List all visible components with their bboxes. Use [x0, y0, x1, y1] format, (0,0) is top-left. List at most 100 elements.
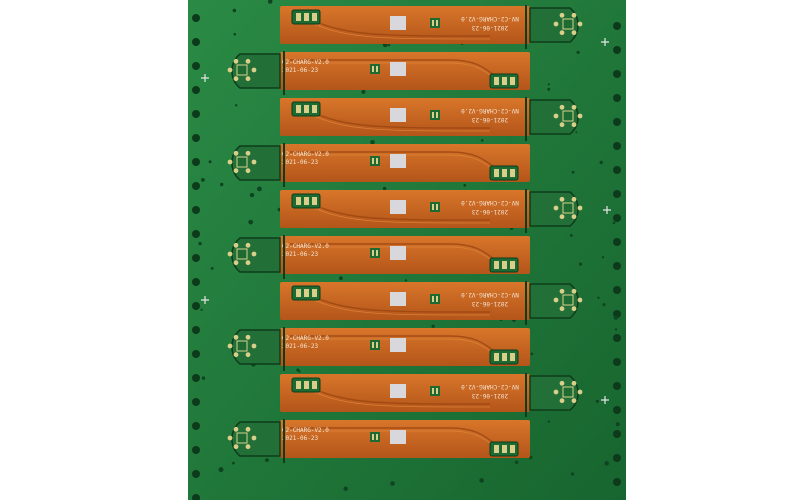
- silkscreen-model: NV-C2-CHARG-V2.0: [271, 427, 329, 434]
- gold-pad: [571, 214, 577, 220]
- smd-pad: [432, 296, 434, 302]
- smd-pad: [432, 204, 434, 210]
- gold-pad: [251, 343, 257, 349]
- gold-pad: [245, 260, 251, 266]
- tooling-hole: [613, 22, 621, 30]
- silkscreen-date: 2021-06-23: [282, 67, 319, 74]
- silkscreen-model: NV-C2-CHARG-V2.0: [271, 59, 329, 66]
- silkscreen-date: 2021-06-23: [472, 300, 509, 307]
- tooling-hole: [192, 446, 200, 454]
- fiducial-plus: [601, 396, 609, 404]
- tooling-hole: [613, 478, 621, 486]
- silkscreen-model: NV-C2-CHARG-V2.0: [461, 199, 519, 206]
- smd-pad: [432, 20, 434, 26]
- via: [339, 276, 343, 281]
- gold-pad: [577, 297, 583, 303]
- tooling-hole: [192, 302, 200, 310]
- smd-pad: [372, 250, 374, 256]
- fiducial-plus: [601, 38, 609, 46]
- tooling-hole: [192, 278, 200, 286]
- gold-pad: [227, 159, 233, 165]
- fiducial-plus: [201, 74, 209, 82]
- gold-pad: [251, 251, 257, 257]
- tooling-hole: [613, 142, 621, 150]
- via: [597, 296, 600, 299]
- via: [547, 83, 550, 86]
- silkscreen-model: NV-C2-CHARG-V2.0: [461, 15, 519, 22]
- silkscreen-date: 2021-06-23: [282, 435, 319, 442]
- smd-component: [370, 340, 380, 350]
- via: [601, 256, 605, 259]
- gold-pad: [233, 168, 239, 174]
- lobe-component: [236, 432, 248, 444]
- stiffener-window: [390, 246, 406, 260]
- connector-pad: [510, 169, 515, 177]
- gold-pad: [227, 343, 233, 349]
- via: [200, 308, 203, 311]
- gold-pad: [233, 150, 239, 156]
- via: [220, 182, 224, 187]
- silkscreen-date: 2021-06-23: [282, 251, 319, 258]
- smd-pad: [436, 296, 438, 302]
- silkscreen-date: 2021-06-23: [282, 159, 319, 166]
- gold-pad: [577, 389, 583, 395]
- stiffener-window: [390, 338, 406, 352]
- silkscreen-date: 2021-06-23: [282, 343, 319, 350]
- smd-component: [430, 18, 440, 28]
- connector-pad: [312, 105, 317, 113]
- tooling-hole: [192, 182, 200, 190]
- via: [463, 183, 467, 187]
- tooling-hole: [192, 206, 200, 214]
- via: [233, 32, 237, 36]
- stiffener-window: [390, 384, 406, 398]
- connector-pad: [494, 169, 499, 177]
- tooling-hole: [613, 166, 621, 174]
- connector-pad: [296, 13, 301, 21]
- via: [575, 131, 578, 134]
- fiducial-plus: [603, 206, 611, 214]
- gold-pad: [233, 444, 239, 450]
- tooling-hole: [613, 118, 621, 126]
- gold-pad: [233, 58, 239, 64]
- gold-pad: [227, 435, 233, 441]
- silkscreen-model: NV-C2-CHARG-V2.0: [461, 107, 519, 114]
- connector-pad: [296, 105, 301, 113]
- connector-pad: [510, 77, 515, 85]
- smd-pad: [376, 434, 378, 440]
- via: [479, 478, 484, 483]
- smd-component: [430, 294, 440, 304]
- via: [267, 0, 273, 4]
- via: [218, 467, 224, 473]
- connector-pad: [304, 105, 309, 113]
- gold-pad: [559, 306, 565, 312]
- smd-pad: [436, 204, 438, 210]
- connector-pad: [296, 381, 301, 389]
- tooling-hole: [613, 70, 621, 78]
- tooling-hole: [613, 430, 621, 438]
- stiffener-window: [390, 430, 406, 444]
- silkscreen-model: NV-C2-CHARG-V2.0: [461, 383, 519, 390]
- gold-pad: [577, 21, 583, 27]
- via: [388, 44, 391, 47]
- gold-pad: [245, 150, 251, 156]
- gold-pad: [245, 242, 251, 248]
- smd-component: [430, 202, 440, 212]
- gold-pad: [553, 113, 559, 119]
- via: [604, 461, 609, 466]
- smd-pad: [436, 388, 438, 394]
- lobe-component: [562, 18, 574, 30]
- connector-pad: [312, 381, 317, 389]
- gold-pad: [571, 122, 577, 128]
- tooling-hole: [192, 86, 200, 94]
- tooling-hole: [192, 254, 200, 262]
- gold-pad: [577, 205, 583, 211]
- connector-pad: [296, 289, 301, 297]
- connector-pad: [312, 197, 317, 205]
- lobe-component: [236, 248, 248, 260]
- gold-pad: [571, 306, 577, 312]
- gold-pad: [245, 426, 251, 432]
- smd-component: [370, 432, 380, 442]
